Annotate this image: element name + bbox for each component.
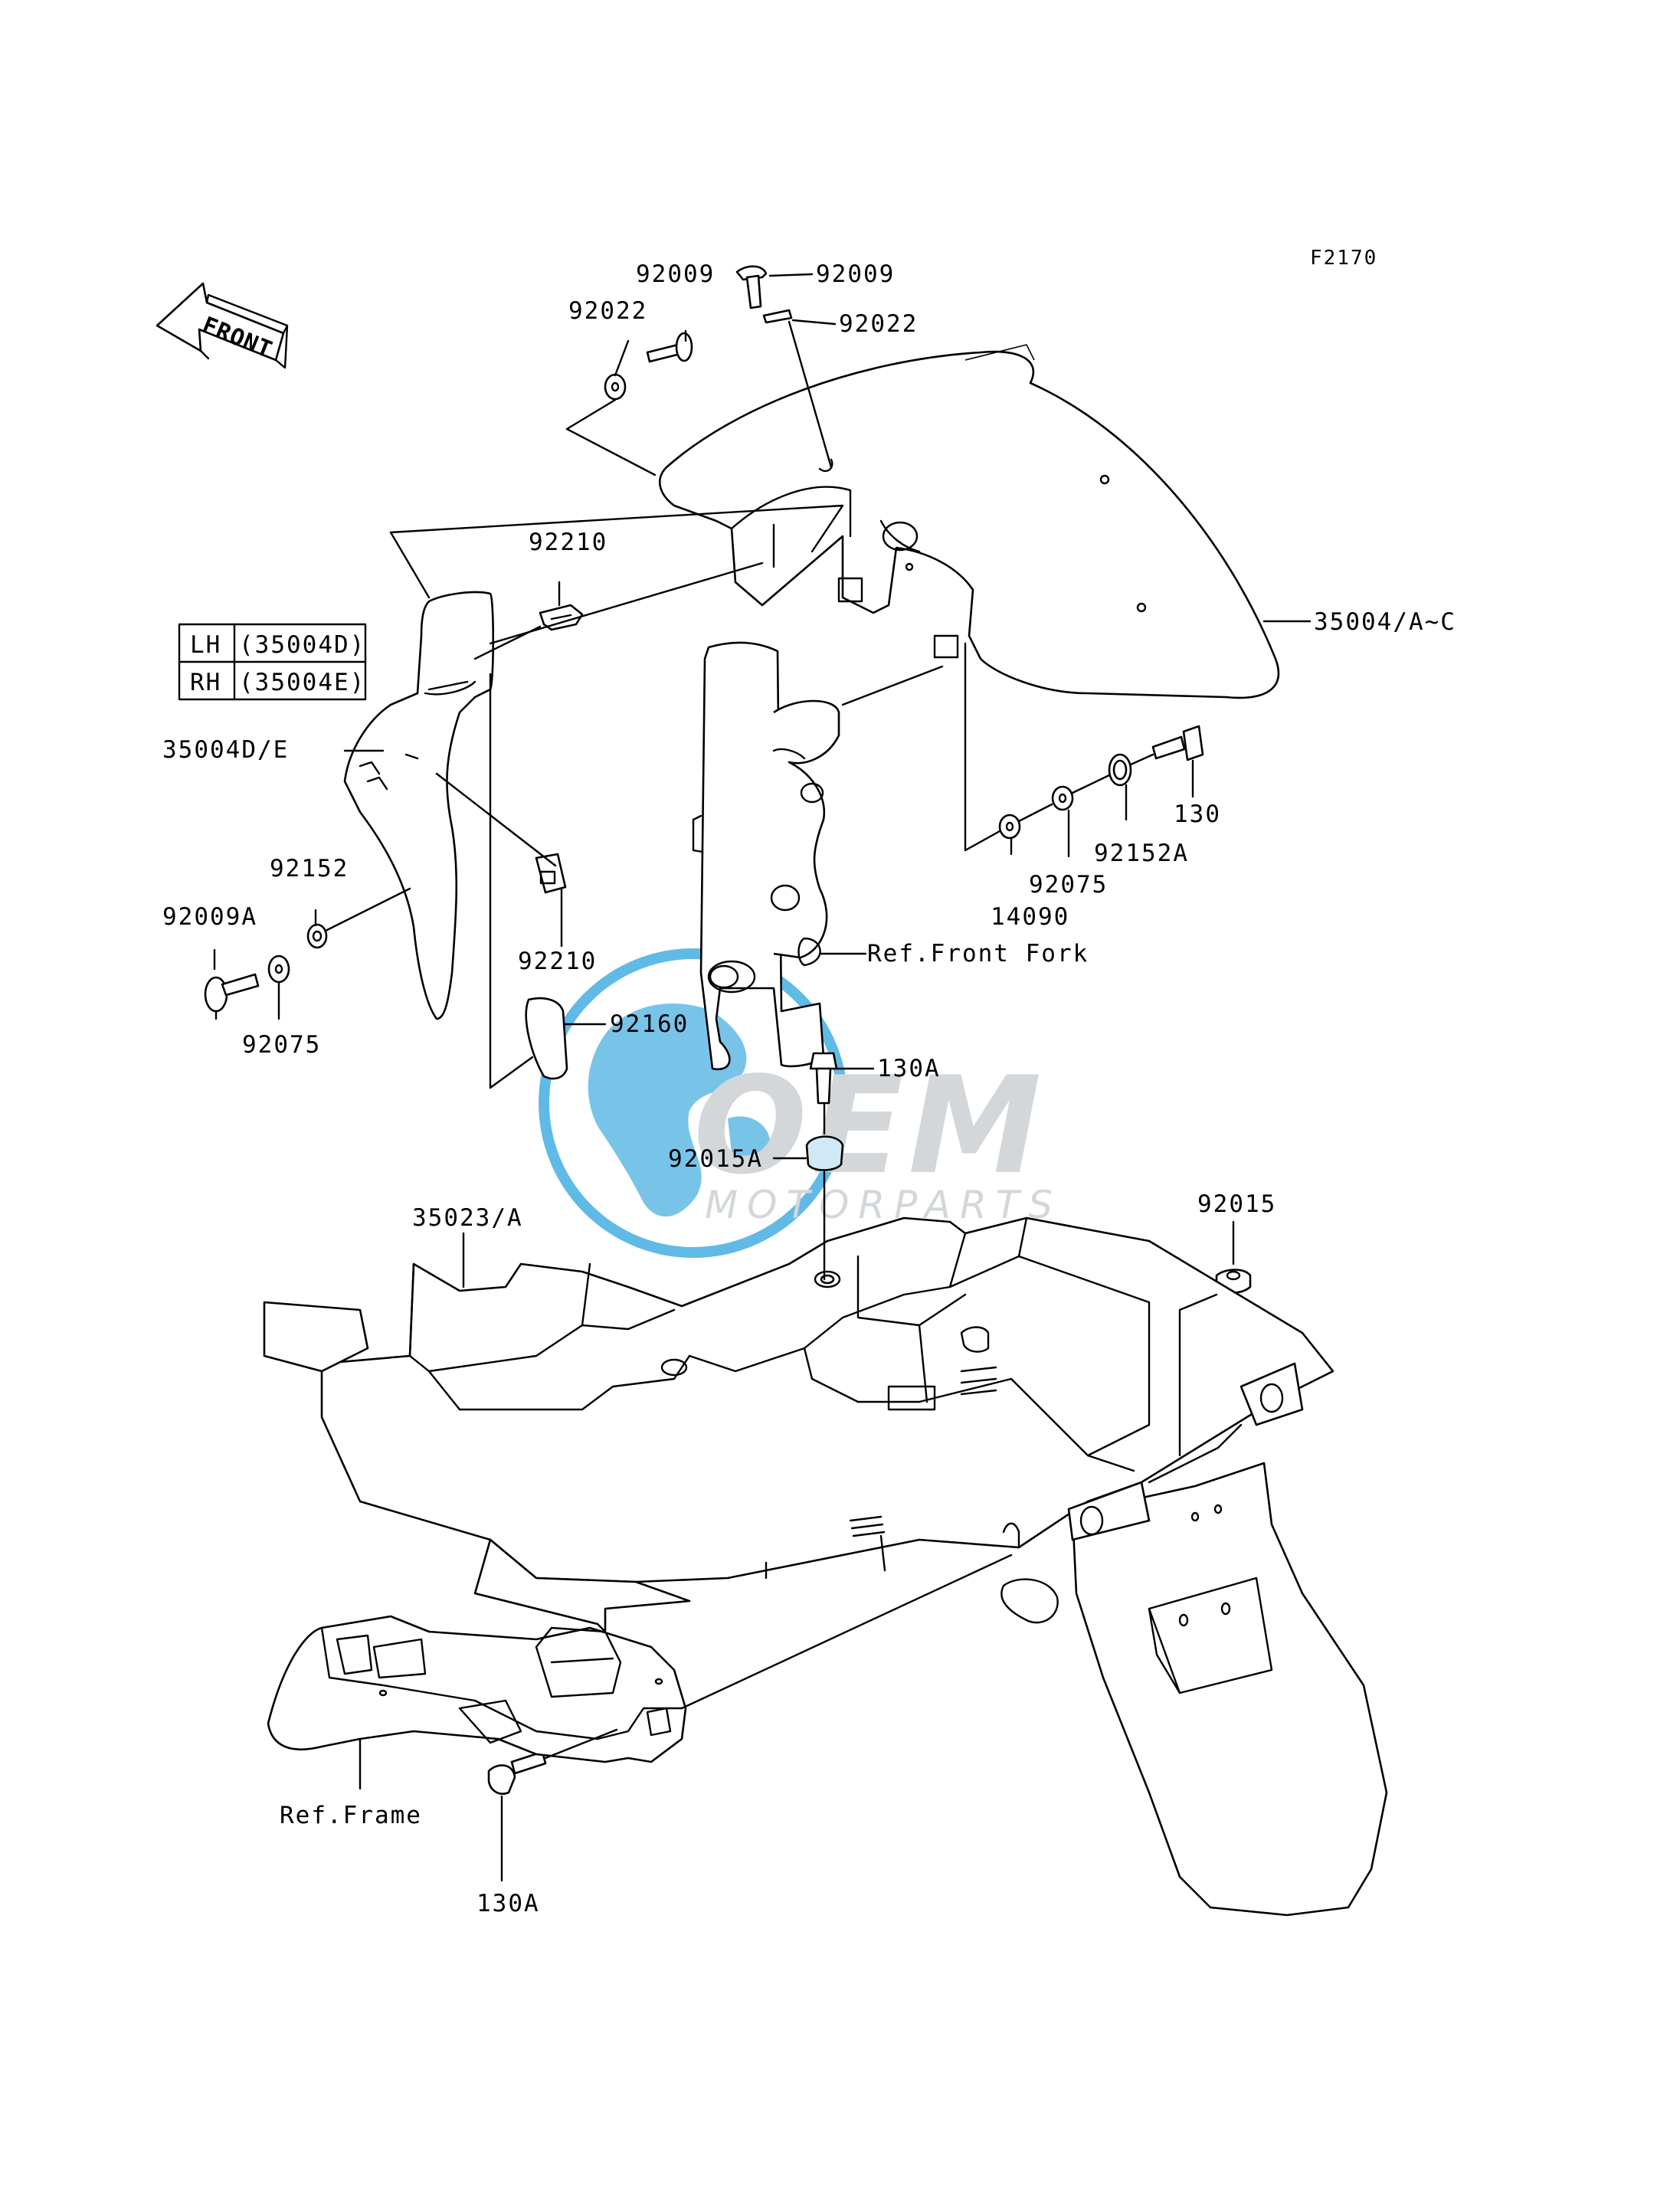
clip-92210-top: [539, 604, 584, 631]
variant-side-rh: RH: [190, 669, 221, 696]
callout-92022-left: 92022: [568, 297, 647, 325]
washer-92075-left-icon: [267, 954, 290, 984]
callout-92022-right: 92022: [839, 310, 918, 338]
bolt-130A-top-icon: [809, 1052, 838, 1105]
washer-92022-right-icon: [762, 309, 793, 324]
variant-table: LH (35004D) RH (35004E): [178, 623, 367, 701]
callout-130a-top: 130A: [877, 1055, 941, 1082]
bolt-130A-bottom-icon: [487, 1750, 547, 1795]
watermark-brand: OEM: [693, 1049, 1046, 1204]
front-fender: [659, 344, 1280, 699]
watermark: OEM MOTORPARTS: [539, 948, 1062, 1258]
callout-92075-right: 92075: [1029, 871, 1108, 899]
callout-130: 130: [1174, 801, 1221, 828]
watermark-sub: MOTORPARTS: [705, 1183, 1062, 1227]
ref-frame: Ref.Frame: [280, 1802, 422, 1829]
front-fork: [692, 641, 944, 1071]
variant-part-lh: (35004D): [239, 631, 365, 659]
grommet-92152-icon: [306, 923, 328, 949]
callout-92015: 92015: [1197, 1190, 1276, 1218]
pad-92160: [525, 997, 568, 1080]
bolt-92009A-icon: [204, 973, 260, 1013]
callout-35004-d-e: 35004D/E: [162, 736, 289, 764]
inner-fender-cover: [343, 591, 495, 1020]
watermark-globe-icon: [539, 948, 848, 1258]
callout-92075-left: 92075: [242, 1031, 321, 1059]
callout-92009a: 92009A: [162, 903, 257, 931]
callout-92152a: 92152A: [1094, 840, 1189, 867]
leader-lines: [213, 273, 1312, 1882]
callout-92015a: 92015A: [668, 1145, 763, 1173]
callout-92160: 92160: [610, 1010, 689, 1038]
washer-92152A-icon: [1108, 753, 1132, 787]
rear-frame: [267, 1554, 1013, 1763]
callout-92009-left: 92009: [636, 260, 715, 288]
callout-92152: 92152: [270, 855, 349, 882]
callout-92210-top: 92210: [529, 529, 607, 556]
collar-92015A-icon: [805, 1135, 844, 1171]
ref-front-fork: Ref.Front Fork: [867, 940, 1089, 968]
variant-part-rh: (35004E): [239, 669, 365, 696]
washer-92022-left-icon: [604, 373, 627, 401]
callout-92009-right: 92009: [816, 260, 895, 288]
rear-undertray: [263, 1216, 1388, 1917]
bolt-92009-left-icon: [646, 332, 693, 363]
callout-35023-a: 35023/A: [412, 1204, 523, 1232]
clip-92210-bottom: [535, 853, 567, 894]
callout-35004-a-c: 35004/A~C: [1314, 608, 1456, 636]
variant-side-lh: LH: [190, 631, 221, 659]
callout-14090: 14090: [991, 903, 1069, 931]
callout-labels: 92009 92009 92022 92022 92210 35004/A~C …: [162, 260, 1456, 1917]
bolt-92009-right-icon: [735, 265, 768, 309]
callout-130a-bottom: 130A: [476, 1890, 540, 1917]
figure-code: F2170: [1310, 247, 1377, 270]
front-arrow-icon: FRONT: [156, 282, 289, 369]
callout-92210-bottom: 92210: [518, 948, 597, 975]
bolt-130-icon: [1151, 725, 1204, 761]
washer-92075-right-icon: [1051, 785, 1074, 811]
washer-14090-icon: [998, 814, 1021, 840]
